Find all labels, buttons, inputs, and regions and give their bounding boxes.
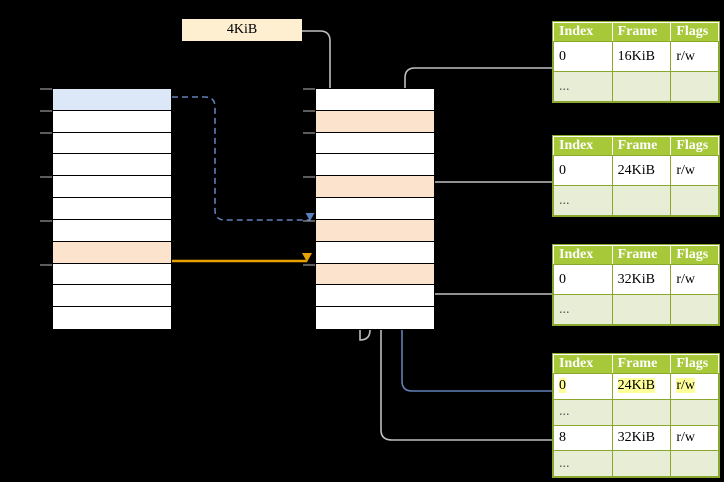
page-table-cell: r/w <box>670 373 719 400</box>
page-table-cell: ... <box>553 450 613 477</box>
physical-memory-row <box>316 263 434 286</box>
page-table-row[interactable]: ... <box>553 450 719 477</box>
page-table-cell: 0 <box>553 41 613 72</box>
page-table-cell: ... <box>553 398 613 426</box>
page-table-cell <box>611 450 672 477</box>
column-header-index: Index <box>553 22 613 42</box>
page-table-cell <box>670 450 719 477</box>
virtual-memory-row <box>53 285 171 308</box>
page-table-cell <box>611 185 672 216</box>
physical-memory-row <box>316 198 434 220</box>
page-table-cell <box>670 294 719 325</box>
virtual-memory-row <box>53 263 171 286</box>
page-table-row[interactable]: ... <box>553 71 719 102</box>
page-table-cell <box>670 398 719 426</box>
table4-row0-blue-connector <box>395 227 556 392</box>
column-header-flags: Flags <box>670 136 719 156</box>
physical-memory-row <box>316 132 434 155</box>
page-table-cell <box>611 294 672 325</box>
column-header-flags: Flags <box>670 22 719 42</box>
page-table-cell: r/w <box>670 155 719 186</box>
page-table-cell: 16KiB <box>611 41 672 72</box>
virtual-memory-row <box>53 307 171 329</box>
size-label-text: 4KiB <box>226 22 258 37</box>
column-header-index: Index <box>553 245 613 265</box>
physical-memory-row <box>316 241 434 264</box>
page-table-row[interactable]: ... <box>553 185 719 216</box>
column-header-flags: Flags <box>670 245 719 265</box>
page-table-cell: r/w <box>670 424 719 452</box>
page-table-cell: r/w <box>670 264 719 295</box>
table4-row8-connector <box>374 270 556 441</box>
virtual-memory-row <box>53 132 171 155</box>
column-header-flags: Flags <box>670 354 719 374</box>
column-header-index: Index <box>553 354 613 374</box>
page-table-cell: ... <box>553 71 613 102</box>
virtual-memory-row <box>53 154 171 177</box>
virtual-memory-row <box>53 198 171 220</box>
page-table-cell: ... <box>553 294 613 325</box>
physical-memory-row <box>316 176 434 199</box>
page-table-row[interactable]: ... <box>553 294 719 325</box>
page-table-cell: 0 <box>553 373 613 400</box>
physical-memory-row <box>316 89 434 111</box>
column-header-frame: Frame <box>611 22 672 42</box>
virtual-tick-marks <box>40 88 52 266</box>
physical-memory-row <box>316 219 434 242</box>
physical-memory-row <box>316 154 434 177</box>
column-header-frame: Frame <box>611 354 672 374</box>
virtual-memory-row <box>53 241 171 264</box>
page-table-cell: 24KiB <box>611 155 672 186</box>
column-header-frame: Frame <box>611 245 672 265</box>
physical-memory-column <box>315 88 435 330</box>
page-table-cell <box>611 71 672 102</box>
page-table-cell: 32KiB <box>611 264 672 295</box>
virtual-memory-row <box>53 89 171 111</box>
page-table-cell: r/w <box>670 41 719 72</box>
table1-connector <box>404 67 556 193</box>
column-header-frame: Frame <box>611 136 672 156</box>
column-header-index: Index <box>553 136 613 156</box>
page-table-cell <box>670 71 719 102</box>
page-table-cell: ... <box>553 185 613 216</box>
virtual-to-physical-dashed-arrow <box>172 96 315 221</box>
size-label-connector <box>302 30 337 117</box>
physical-memory-row <box>316 285 434 308</box>
virtual-address-space-column <box>52 88 172 330</box>
page-table-cell: 32KiB <box>611 424 672 452</box>
page-table-cell <box>670 185 719 216</box>
physical-tick-marks <box>303 88 315 266</box>
page-table-cell: 0 <box>553 264 613 295</box>
physical-memory-row <box>316 110 434 133</box>
page-table-cell <box>611 398 672 426</box>
page-table-cell: 8 <box>553 424 613 452</box>
virtual-memory-row <box>53 110 171 133</box>
page-table-cell: 24KiB <box>611 373 672 400</box>
size-label: 4KiB <box>182 19 302 41</box>
page-table-cell: 0 <box>553 155 613 186</box>
virtual-memory-row <box>53 176 171 199</box>
physical-memory-row <box>316 307 434 329</box>
virtual-memory-row <box>53 219 171 242</box>
page-table-row[interactable]: ... <box>553 398 719 426</box>
